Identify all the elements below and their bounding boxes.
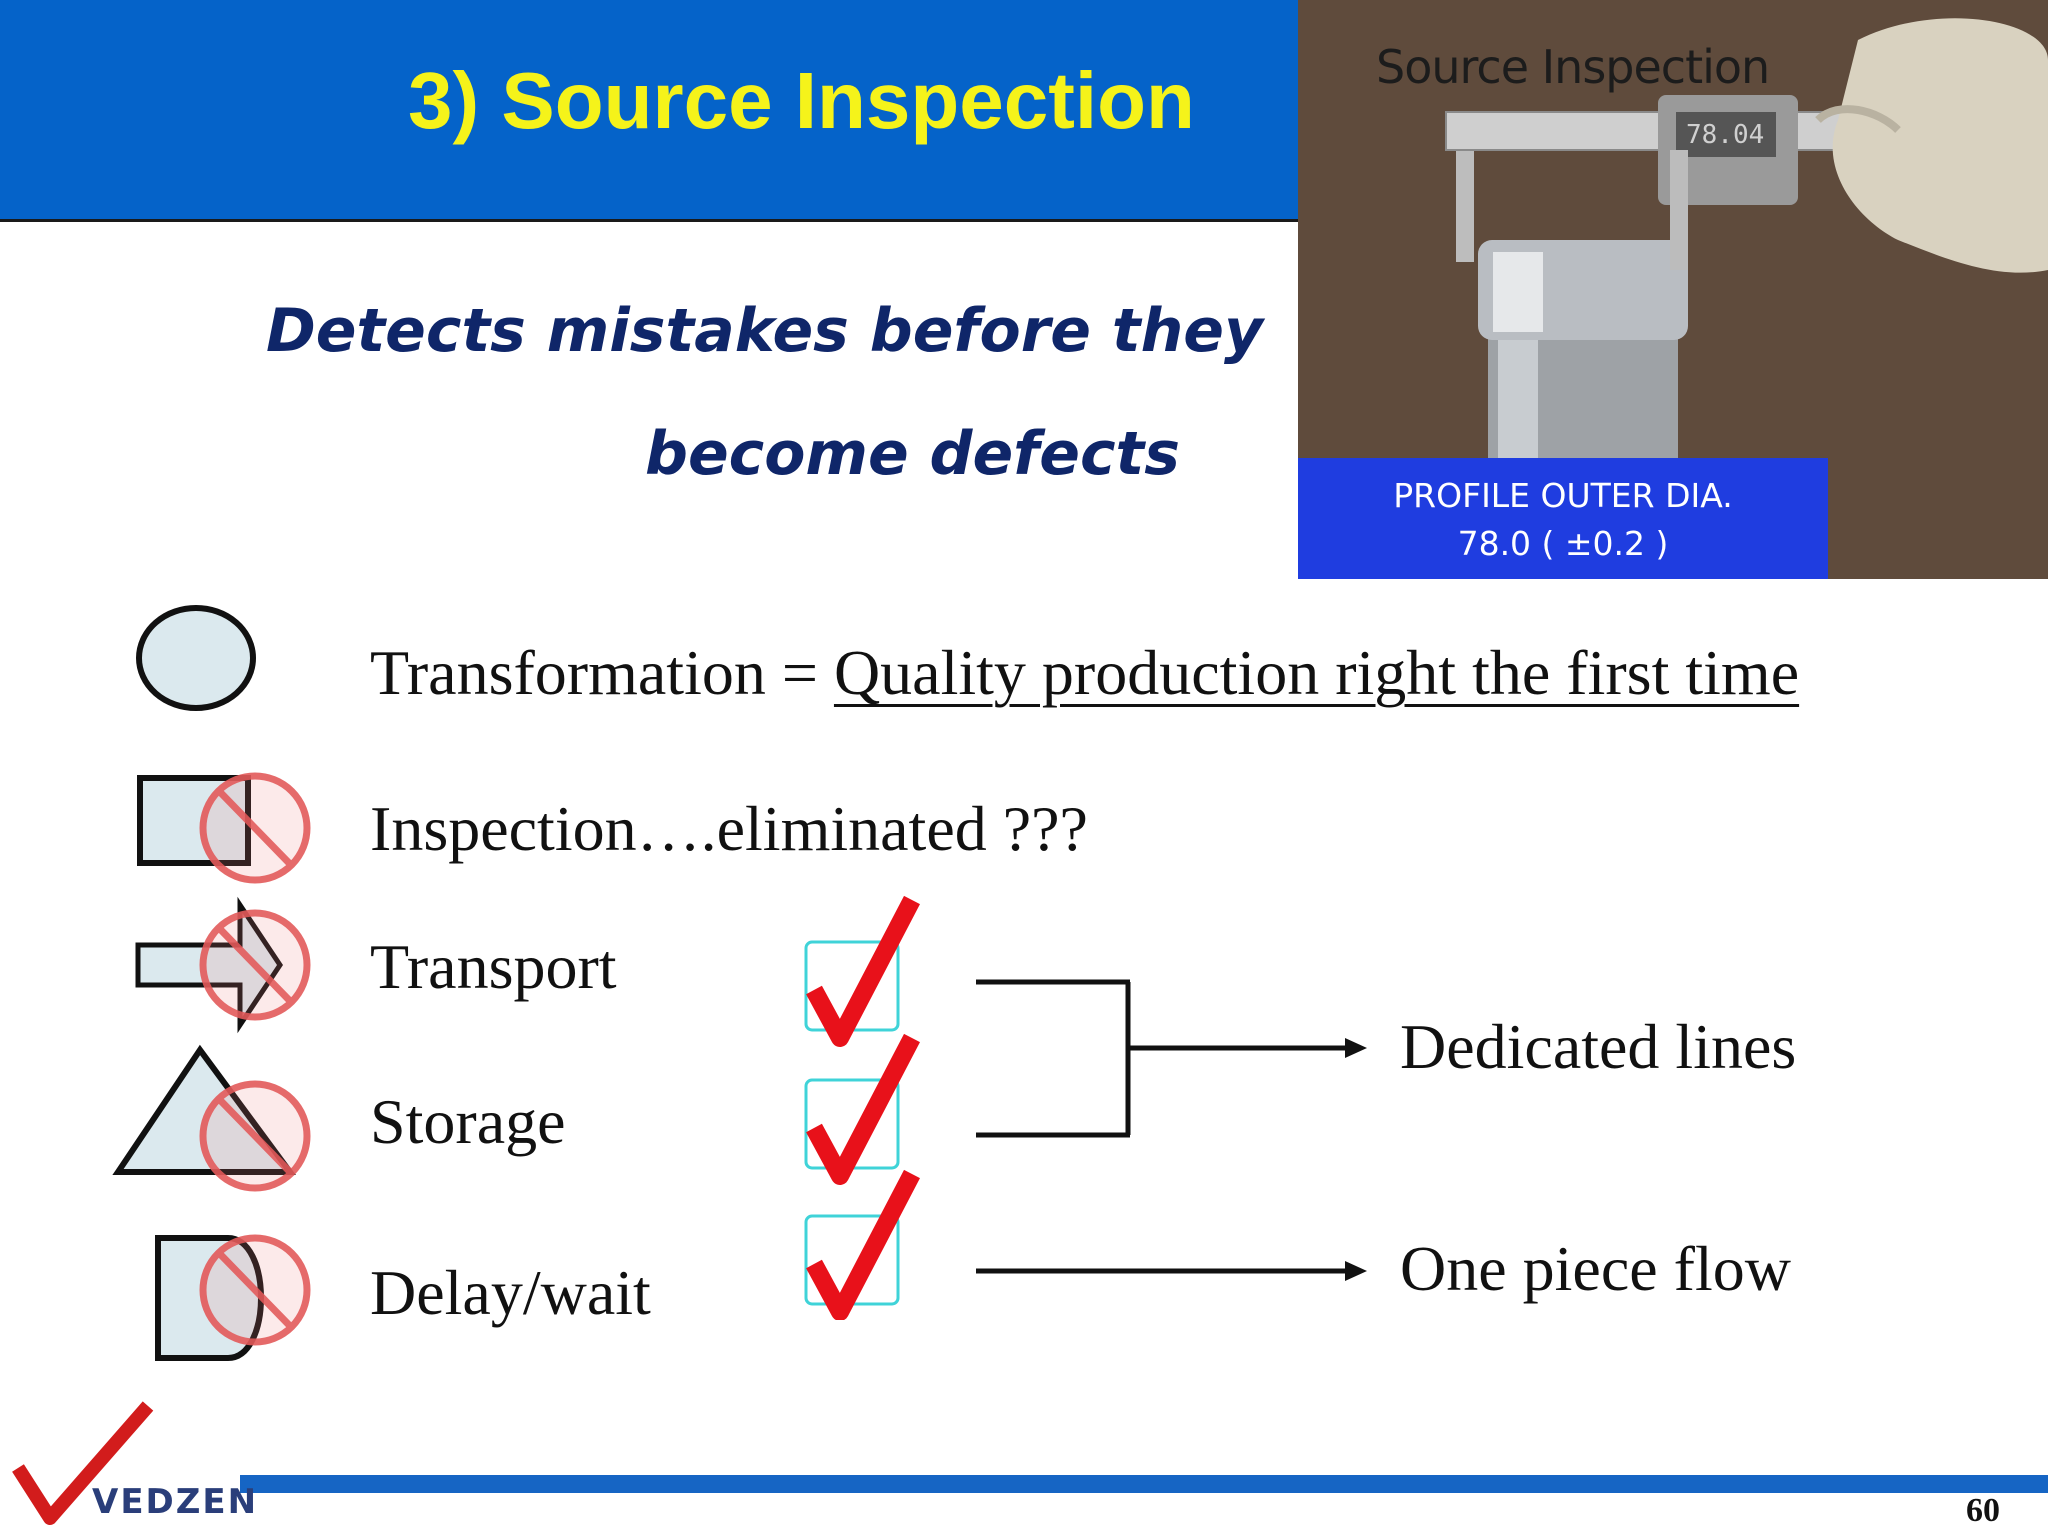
prohibit-icon	[199, 1234, 311, 1346]
inspection-photo: Source Inspection 78.04 PROFILE OUTER DI…	[1298, 0, 2048, 579]
logo-check-icon	[12, 1401, 154, 1525]
check-icon	[804, 1169, 920, 1320]
transport-text: Transport	[370, 931, 617, 1002]
check-icon	[804, 895, 920, 1047]
checkmarks	[804, 895, 920, 1320]
transport-arrow-icon	[135, 896, 284, 1034]
banner-line-2: 78.0 ( ±0.2 )	[1457, 524, 1669, 563]
connectors	[976, 979, 1367, 1281]
photo-caption: Source Inspection	[1376, 40, 1770, 94]
caliper-readout: 78.04	[1686, 120, 1765, 150]
banner-line-1: PROFILE OUTER DIA.	[1393, 476, 1733, 515]
caliper-display	[1676, 112, 1776, 157]
dedicated-lines-text: Dedicated lines	[1400, 1011, 1797, 1082]
transformation-underlined: Quality production right the first time	[833, 637, 1800, 708]
storage-triangle-icon	[112, 1044, 296, 1175]
storage-text: Storage	[370, 1086, 566, 1157]
prohibit-icon	[199, 1080, 311, 1192]
title-bar	[0, 0, 1298, 222]
transformation-prefix: Transformation =	[370, 637, 834, 708]
slide-title: 3) Source Inspection	[408, 56, 1195, 145]
subtitle-line-1: Detects mistakes before they	[266, 296, 1264, 366]
footer-line	[240, 1475, 2048, 1493]
caliper-beam	[1445, 111, 1867, 151]
photo-banner: PROFILE OUTER DIA. 78.0 ( ±0.2 )	[1298, 458, 1828, 579]
check-icon	[804, 1033, 920, 1185]
delay-text: Delay/wait	[370, 1257, 651, 1328]
subtitle-line-2: become defects	[645, 419, 1180, 489]
page-number: 60	[1966, 1492, 2000, 1529]
arrowhead-icon	[1345, 1261, 1367, 1281]
prohibit-icon	[199, 772, 311, 884]
inspection-text: Inspection….eliminated ???	[370, 793, 1088, 864]
operation-circle-icon	[136, 605, 256, 711]
bracket-connector	[976, 979, 1350, 1138]
one-piece-flow-text: One piece flow	[1400, 1233, 1791, 1304]
prohibit-icon	[199, 909, 311, 1021]
transformation-text: Transformation = Quality production righ…	[370, 636, 1799, 710]
arrowhead-icon	[1345, 1038, 1367, 1058]
glove	[1832, 18, 2048, 273]
process-symbols	[112, 605, 311, 1361]
logo-text: VEDZEN	[92, 1482, 259, 1522]
